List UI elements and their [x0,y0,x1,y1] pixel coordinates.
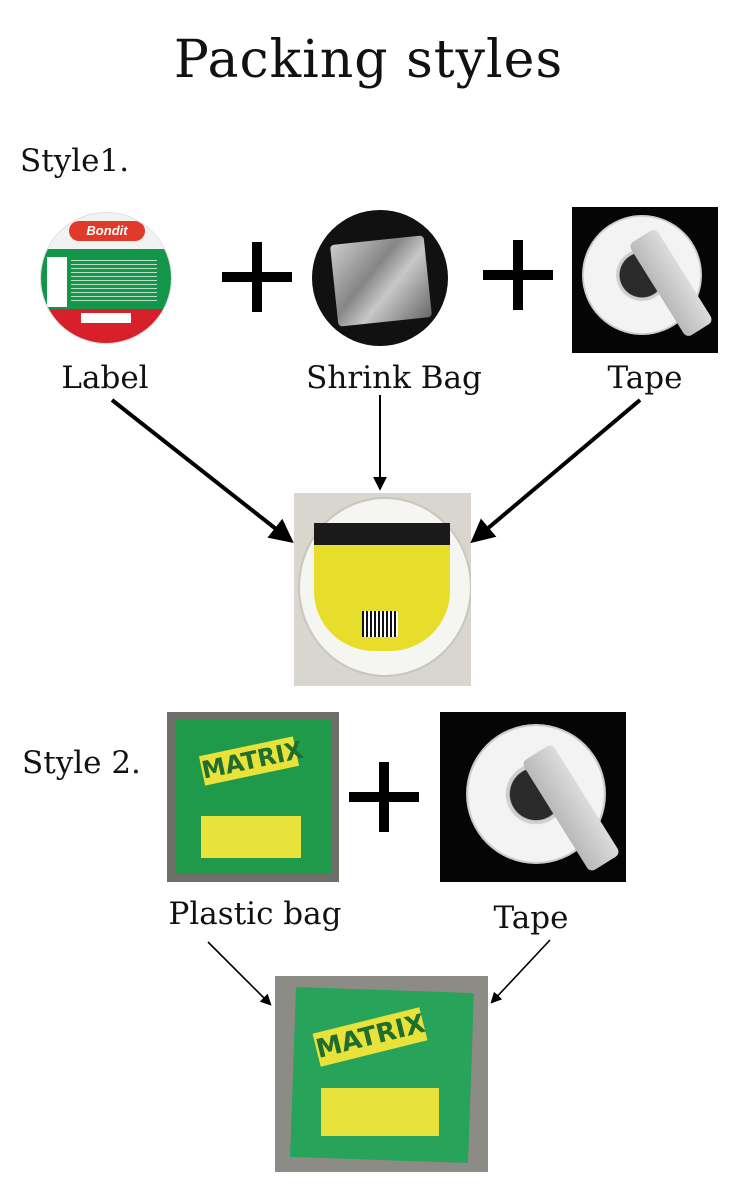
label-brand-logo: Bondit [69,221,145,241]
arrow-label-to-result [110,398,294,543]
arrow-plasticbag-to-result [207,941,272,1006]
label-image: Bondit [40,212,172,344]
tape-image [572,207,718,353]
page-title: Packing styles [173,30,564,90]
style2-heading: Style 2. [22,745,141,781]
plus-icon [349,762,419,832]
style1-heading: Style1. [20,143,130,179]
style1-packed-result-image [294,493,471,686]
arrow-tape2-to-result [490,939,551,1004]
label-caption: Label [61,360,149,396]
shrink-bag-image [312,210,448,346]
plus-icon [483,240,553,310]
tape-caption: Tape [607,360,683,396]
arrow-tape-to-result [470,398,642,544]
tape-caption: Tape [493,900,569,936]
plastic-bag-caption: Plastic bag [168,896,342,932]
tape-image [440,712,626,882]
plastic-bag-image: MATRIX [167,712,339,882]
style2-packed-result-image: MATRIX [275,976,488,1172]
shrink-bag-caption: Shrink Bag [306,360,482,396]
plus-icon [222,242,292,312]
